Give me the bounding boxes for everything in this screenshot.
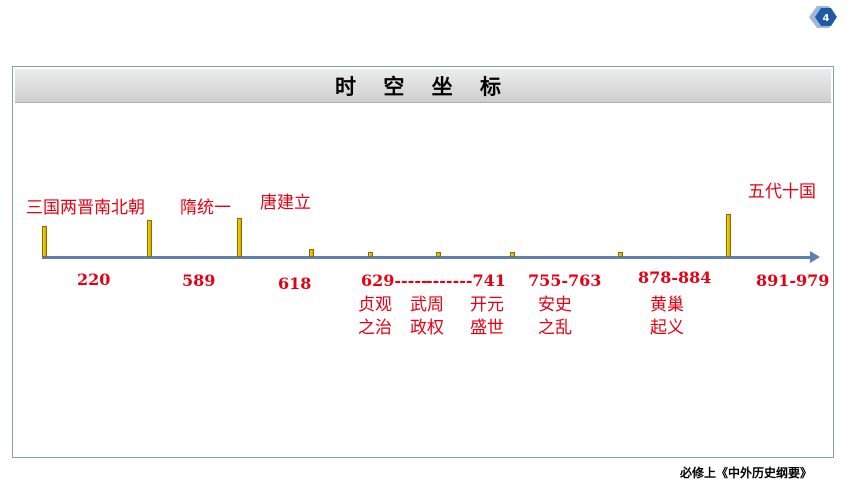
year-label-589: 589 bbox=[182, 271, 216, 290]
year-label-891: 891-979 bbox=[756, 271, 830, 290]
axis-arrow-icon bbox=[810, 251, 820, 263]
tick-891 bbox=[726, 214, 731, 257]
year-label-755: 755-763 bbox=[528, 271, 602, 290]
event-label-huangchao: 黄巢 起义 bbox=[650, 295, 684, 338]
event-label-sanguo: 三国两晋南北朝 bbox=[26, 198, 145, 218]
tick-220 bbox=[42, 226, 47, 257]
year-label-629: 629----- bbox=[361, 271, 434, 290]
event-label-sui: 隋统一 bbox=[180, 198, 231, 218]
tick-878 bbox=[618, 252, 623, 257]
year-label-741: -------741 bbox=[426, 271, 506, 290]
page-number-logo: 4 bbox=[809, 6, 837, 28]
tick-618 bbox=[237, 218, 242, 257]
title-bar: 时 空 坐 标 bbox=[15, 69, 831, 103]
timeline-axis bbox=[42, 256, 812, 259]
tick-629 bbox=[309, 249, 314, 257]
year-label-618: 618 bbox=[278, 274, 312, 293]
timeline-panel: 时 空 坐 标 bbox=[12, 66, 834, 458]
event-label-zhenguan: 贞观 之治 bbox=[358, 295, 392, 338]
event-label-tang: 唐建立 bbox=[260, 193, 311, 213]
year-label-878: 878-884 bbox=[638, 268, 712, 287]
event-label-wuzhou: 武周 政权 bbox=[410, 295, 444, 338]
hexagon-icon bbox=[815, 8, 837, 26]
page-title: 时 空 坐 标 bbox=[335, 74, 511, 99]
tick-741 bbox=[510, 252, 515, 257]
event-label-wudai: 五代十国 bbox=[748, 182, 816, 202]
tick-649 bbox=[368, 252, 373, 257]
event-label-anshi: 安史 之乱 bbox=[538, 295, 572, 338]
footer-text: 必修上《中外历史纲要》 bbox=[680, 466, 813, 480]
event-label-kaiyuan: 开元 盛世 bbox=[470, 295, 504, 338]
year-label-220: 220 bbox=[77, 270, 111, 289]
tick-690 bbox=[436, 252, 441, 257]
page-number: 4 bbox=[823, 13, 830, 24]
tick-589 bbox=[147, 220, 152, 257]
